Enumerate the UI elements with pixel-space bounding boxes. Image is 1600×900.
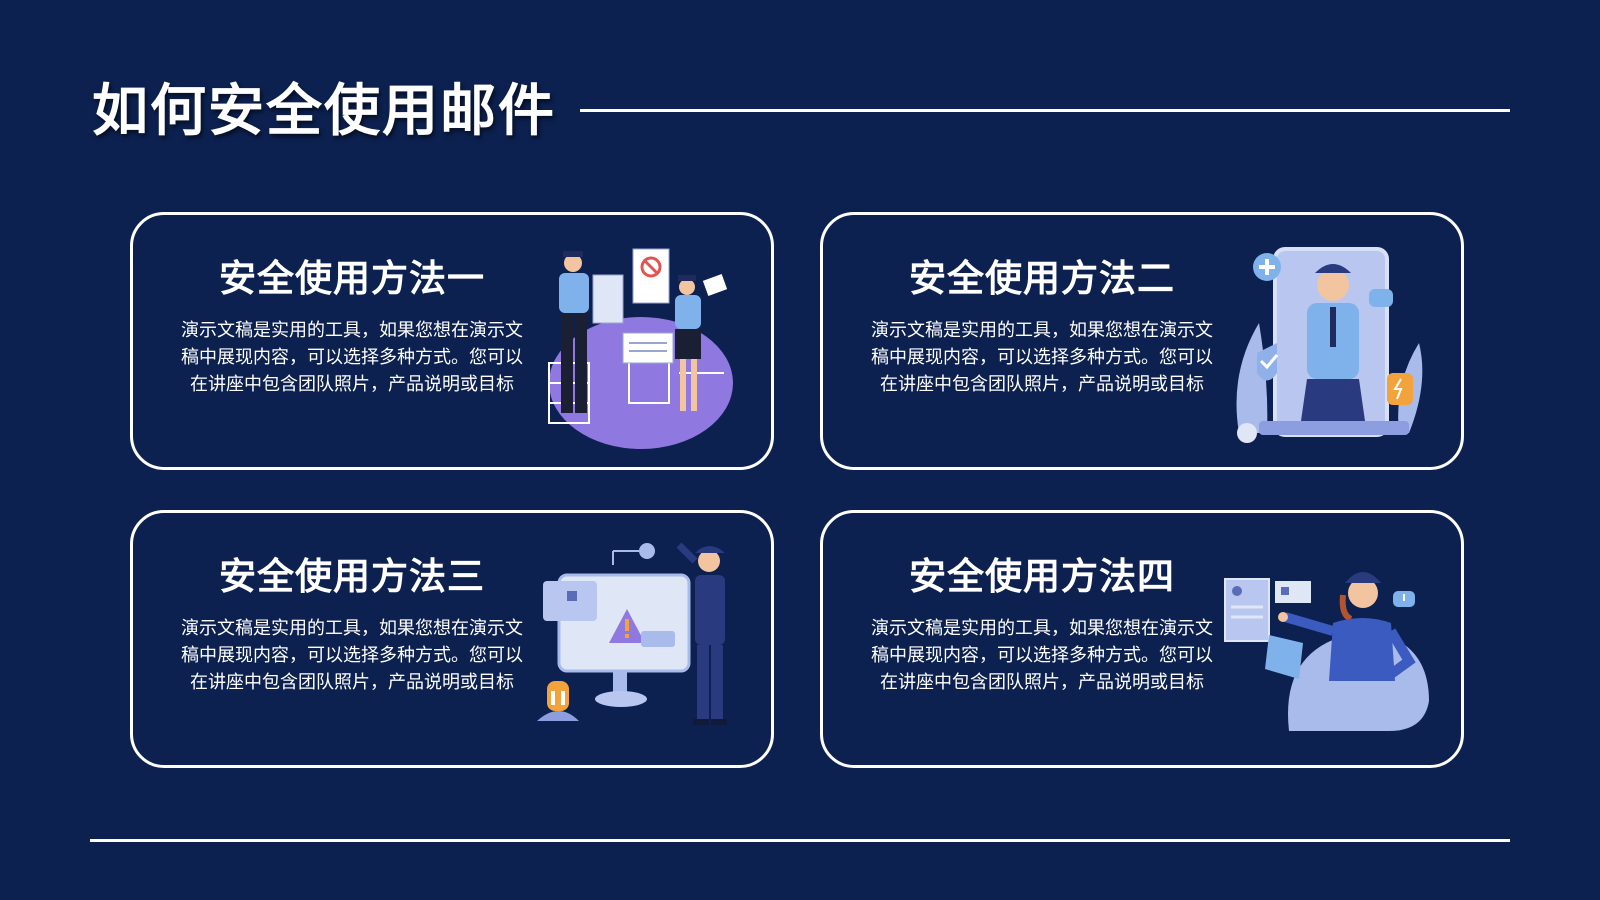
card-heading: 安全使用方法二	[909, 257, 1175, 300]
card-heading: 安全使用方法三	[219, 555, 485, 598]
police-officer-presenting-icon	[1224, 572, 1429, 731]
title-divider	[580, 109, 1510, 112]
method-card-4: 安全使用方法四 演示文稿是实用的工具，如果您想在演示文稿中展现内容，可以选择多种…	[820, 510, 1464, 768]
card-body: 演示文稿是实用的工具，如果您想在演示文稿中展现内容，可以选择多种方式。您可以在讲…	[181, 618, 523, 693]
method-card-1: 安全使用方法一 演示文稿是实用的工具，如果您想在演示文稿中展现内容，可以选择多种…	[130, 212, 774, 470]
method-card-2: 安全使用方法二 演示文稿是实用的工具，如果您想在演示文稿中展现内容，可以选择多种…	[820, 212, 1464, 470]
card-body: 演示文稿是实用的工具，如果您想在演示文稿中展现内容，可以选择多种方式。您可以在讲…	[871, 618, 1213, 693]
card-heading: 安全使用方法四	[909, 555, 1175, 598]
card-body: 演示文稿是实用的工具，如果您想在演示文稿中展现内容，可以选择多种方式。您可以在讲…	[871, 320, 1213, 395]
card-body: 演示文稿是实用的工具，如果您想在演示文稿中展现内容，可以选择多种方式。您可以在讲…	[181, 320, 523, 395]
bottom-divider	[90, 839, 1510, 842]
police-officer-phone-icon	[1236, 247, 1423, 443]
method-card-3: 安全使用方法三 演示文稿是实用的工具，如果您想在演示文稿中展现内容，可以选择多种…	[130, 510, 774, 768]
police-officer-computer-icon	[537, 542, 727, 725]
page-title: 如何安全使用邮件	[92, 79, 556, 144]
police-officers-documents-icon	[548, 248, 733, 449]
card-heading: 安全使用方法一	[219, 257, 485, 300]
